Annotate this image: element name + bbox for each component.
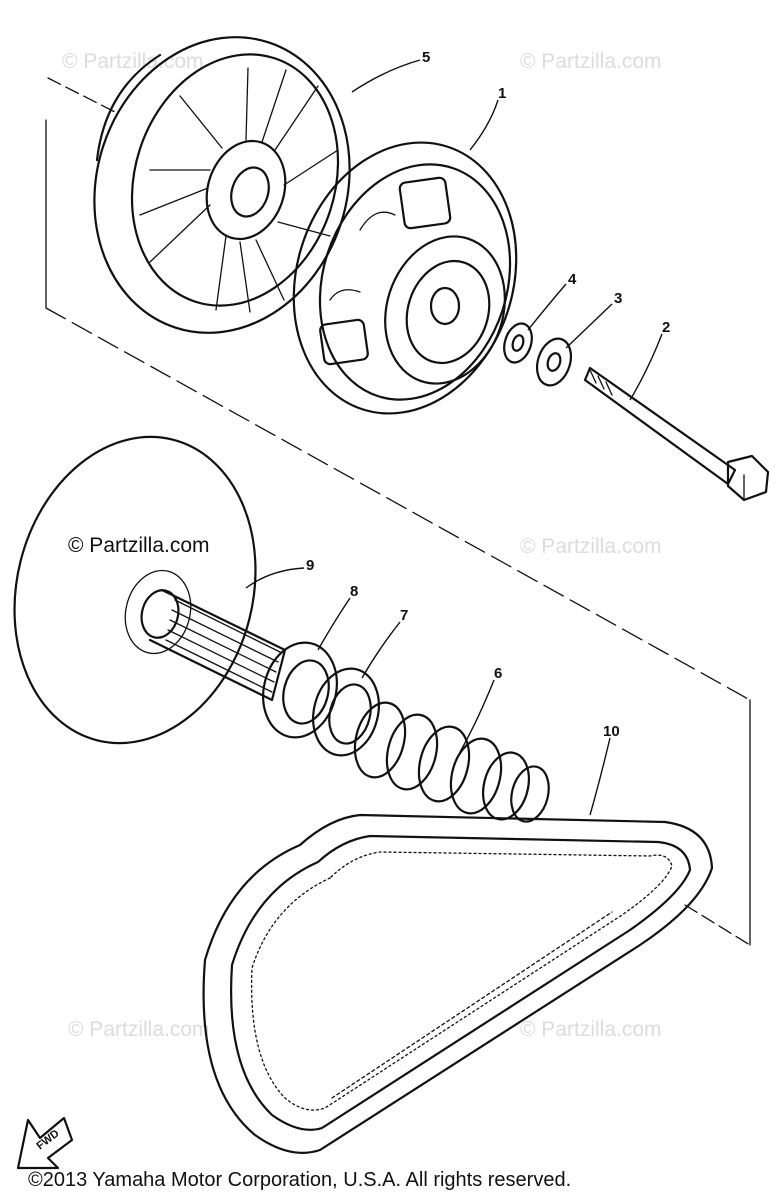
watermark-mid-right: © Partzilla.com	[520, 535, 662, 558]
forward-label: FWD	[34, 1127, 61, 1152]
callout-2: 2	[662, 319, 670, 336]
spring-seat-part-7	[312, 667, 380, 757]
watermark-dark: © Partzilla.com	[68, 534, 210, 557]
callout-9: 9	[306, 557, 314, 574]
callout-5: 5	[422, 49, 430, 66]
callout-1: 1	[498, 85, 506, 102]
bolt-part-2	[583, 366, 770, 502]
watermark-top-right: © Partzilla.com	[520, 50, 662, 73]
leader-lines	[245, 59, 663, 816]
forward-direction-arrow: FWD	[16, 1116, 74, 1170]
drive-belt-part-10	[202, 813, 714, 1154]
callout-10: 10	[603, 723, 620, 740]
copyright-notice: ©2013 Yamaha Motor Corporation, U.S.A. A…	[28, 1169, 571, 1191]
washer-part-3	[535, 337, 573, 387]
callout-3: 3	[614, 290, 622, 307]
spring-part-6	[353, 701, 550, 823]
watermark-bottom-left: © Partzilla.com	[68, 1018, 210, 1041]
callout-6: 6	[494, 665, 502, 682]
watermark-top-left: © Partzilla.com	[62, 50, 204, 73]
assembly-frame	[45, 77, 751, 946]
movable-sheave-part-1	[292, 141, 518, 415]
watermark-bottom-right: © Partzilla.com	[520, 1018, 662, 1041]
callout-8: 8	[350, 583, 358, 600]
fixed-sheave-part-5	[93, 36, 351, 334]
callout-labels: 1 2 3 4 5 6 7 8 9 10	[306, 49, 670, 740]
callout-7: 7	[400, 607, 408, 624]
washer-part-4	[503, 322, 533, 364]
callout-4: 4	[568, 271, 577, 288]
sheave-part-9	[13, 435, 287, 745]
